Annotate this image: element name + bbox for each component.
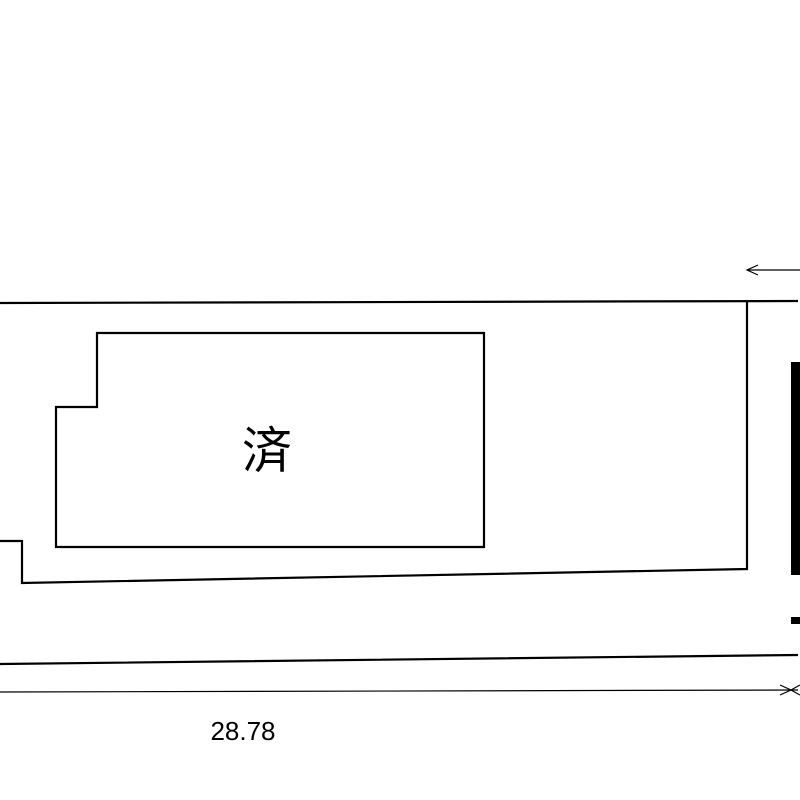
inner-lot-line [0, 301, 749, 585]
building-outline [54, 331, 486, 549]
frontage-dimension-line [0, 684, 800, 696]
lot-boundary [0, 299, 799, 666]
frontage-dimension-label: 28.78 [210, 716, 275, 746]
top-dimension-arrow [745, 264, 800, 276]
road-edge-tick [791, 617, 800, 624]
building-label: 済 [242, 422, 292, 480]
road-edge-marker [791, 362, 800, 575]
